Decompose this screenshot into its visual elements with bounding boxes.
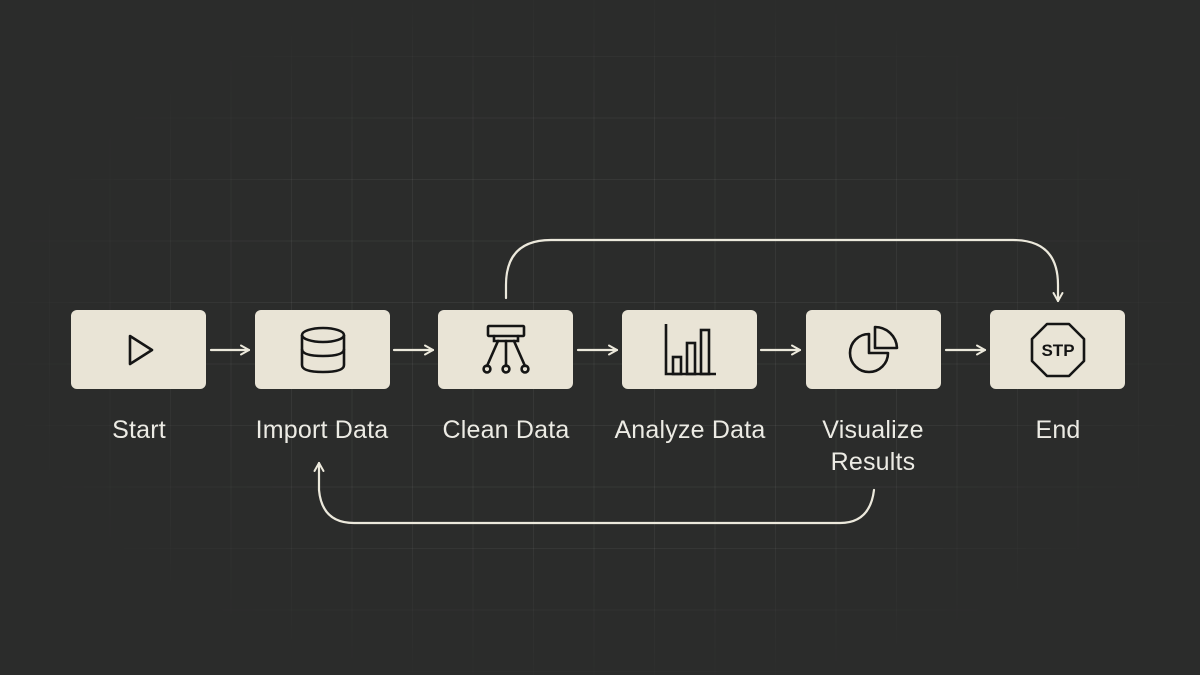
label-line-1: Visualize bbox=[822, 416, 924, 444]
node-clean-data[interactable] bbox=[438, 310, 573, 389]
database-icon bbox=[300, 326, 345, 373]
node-end[interactable]: STP bbox=[990, 310, 1125, 389]
label-line-2: Results bbox=[830, 448, 916, 476]
filter-funnel-icon bbox=[481, 324, 530, 374]
play-icon bbox=[128, 334, 153, 365]
pie-chart-icon bbox=[848, 325, 898, 373]
node-analyze-data-label: Analyze Data bbox=[614, 416, 766, 444]
bar-chart-icon bbox=[664, 323, 716, 375]
stop-sign-icon: STP bbox=[1030, 322, 1085, 377]
node-start[interactable] bbox=[71, 310, 206, 389]
node-end-label: End bbox=[1035, 416, 1081, 444]
node-start-label: Start bbox=[112, 416, 166, 444]
node-analyze-data[interactable] bbox=[622, 310, 757, 389]
node-import-data[interactable] bbox=[255, 310, 390, 389]
edge-clean-end-loop bbox=[504, 238, 1064, 303]
node-clean-data-label: Clean Data bbox=[442, 416, 570, 444]
node-import-data-label: Import Data bbox=[255, 416, 389, 444]
stop-sign-text: STP bbox=[1041, 341, 1074, 360]
node-visualize-results-label: Visualize Results bbox=[773, 414, 973, 478]
node-visualize-results[interactable] bbox=[806, 310, 941, 389]
